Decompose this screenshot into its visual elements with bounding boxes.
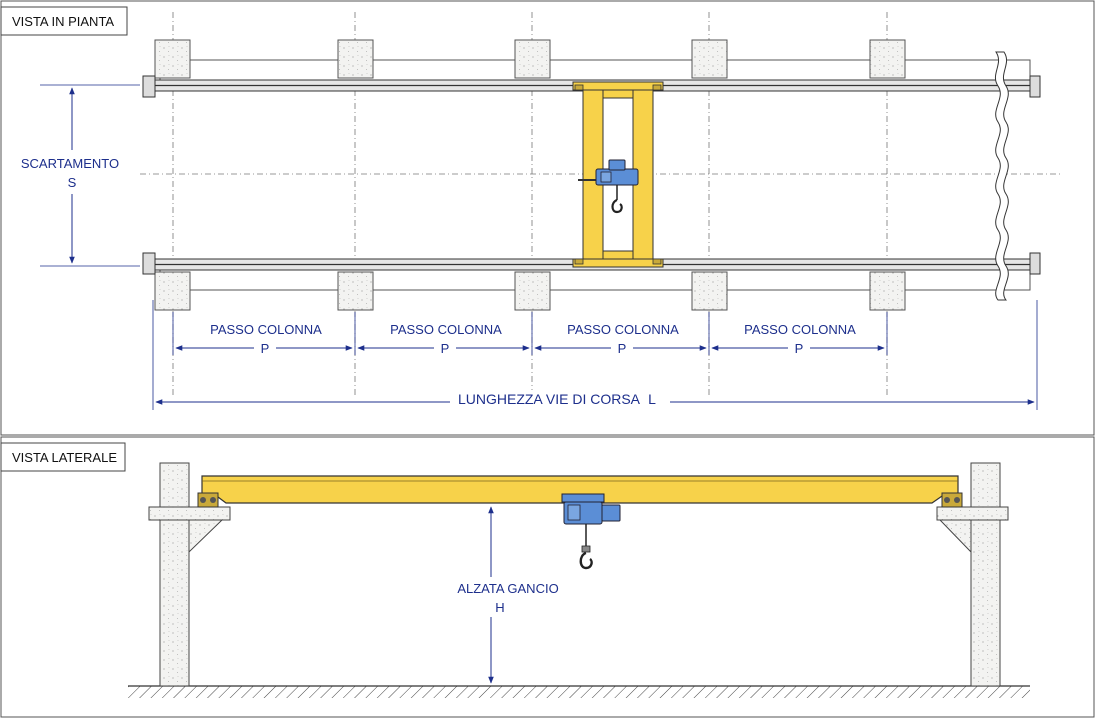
runway-symbol: L [648, 391, 656, 407]
column [337, 39, 374, 79]
column [691, 271, 728, 311]
plan-view: VISTA IN PIANTA [0, 0, 1095, 436]
crane-bridge-plan [572, 81, 664, 268]
end-truck-top [572, 81, 664, 91]
span-label: SCARTAMENTO [21, 156, 119, 171]
dimension-span: SCARTAMENTO S [20, 84, 140, 267]
column [514, 39, 551, 79]
pitch-symbol-2: P [441, 341, 450, 356]
dimension-hook: ALZATA GANCIO H [445, 506, 570, 684]
pitch-label-4: PASSO COLONNA [744, 322, 856, 337]
column [869, 271, 906, 311]
end-truck-bottom [572, 258, 664, 268]
dimension-runway: LUNGHEZZA VIE DI CORSA L [152, 300, 1038, 410]
pitch-label-2: PASSO COLONNA [390, 322, 502, 337]
break-line [994, 51, 1009, 301]
dimension-pitch: PASSO COLONNA PASSO COLONNA PASSO COLONN… [172, 312, 888, 356]
column [154, 39, 191, 79]
span-symbol: S [68, 175, 77, 190]
side-column-left [148, 462, 231, 687]
pitch-label-1: PASSO COLONNA [210, 322, 322, 337]
plan-view-title: VISTA IN PIANTA [12, 14, 114, 29]
ground [128, 686, 1030, 698]
pitch-symbol-1: P [261, 341, 270, 356]
hoist-side [561, 493, 621, 570]
hook-label: ALZATA GANCIO [457, 581, 558, 596]
side-view: VISTA LATERALE [0, 436, 1095, 718]
column [869, 39, 906, 79]
column [514, 271, 551, 311]
pitch-symbol-4: P [795, 341, 804, 356]
column [154, 271, 191, 311]
runway-label: LUNGHEZZA VIE DI CORSA [458, 391, 641, 407]
column [691, 39, 728, 79]
side-view-title: VISTA LATERALE [12, 450, 117, 465]
plan-view-title-box [0, 6, 128, 36]
columns-top [154, 39, 906, 79]
columns-bottom [154, 271, 906, 311]
pitch-symbol-3: P [618, 341, 627, 356]
hook-icon [611, 198, 623, 214]
hook-icon [579, 551, 593, 570]
hook-symbol: H [495, 600, 504, 615]
pitch-label-3: PASSO COLONNA [567, 322, 679, 337]
column [337, 271, 374, 311]
crane-girder-side [197, 475, 963, 508]
side-view-title-box [0, 442, 126, 472]
side-column-right [936, 462, 1009, 687]
hoist-plan [578, 159, 639, 214]
